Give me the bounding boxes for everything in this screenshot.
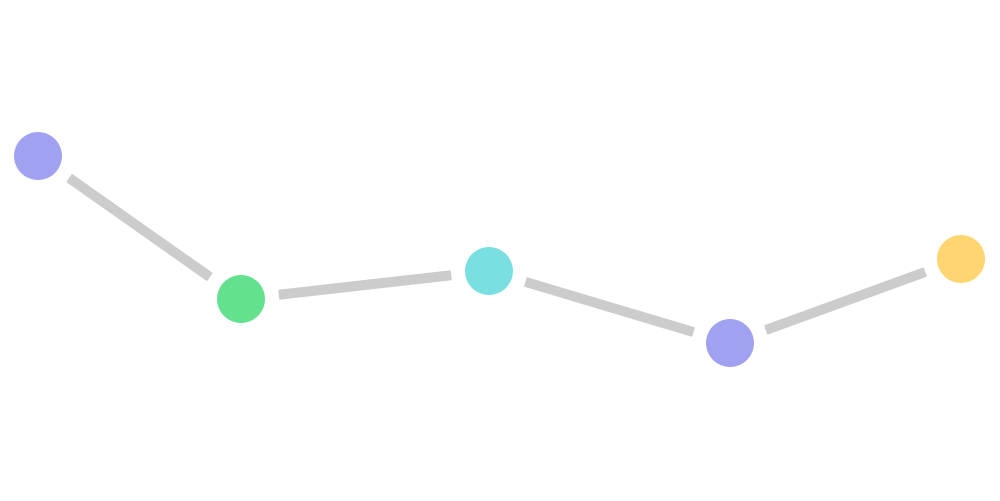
edge-4: [764, 267, 927, 335]
edge-3: [523, 277, 696, 337]
node-2: [217, 275, 265, 323]
node-1: [14, 132, 62, 180]
edge-2: [278, 270, 452, 300]
nodes: [14, 132, 985, 367]
edges: [66, 173, 927, 337]
edge-1: [66, 173, 213, 282]
node-5: [937, 235, 985, 283]
node-4: [706, 319, 754, 367]
node-3: [465, 247, 513, 295]
